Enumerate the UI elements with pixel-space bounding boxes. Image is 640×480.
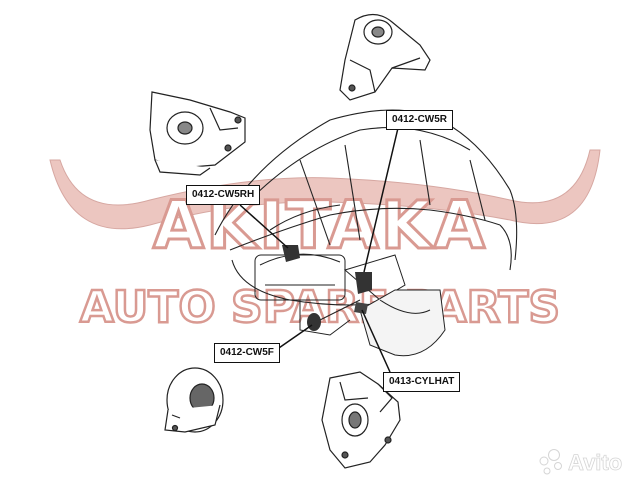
callout-cylhat: 0413-CYLHAT bbox=[383, 372, 461, 392]
engine-assembly bbox=[254, 253, 446, 357]
avito-watermark: Avito bbox=[539, 449, 623, 475]
akitaka-watermark: AKITAKA AUTO SPARE PARTS bbox=[49, 149, 601, 334]
part-drawing-cylhat bbox=[321, 371, 401, 469]
part-drawing-cw5rh bbox=[149, 91, 246, 176]
callout-cw5rh: 0412-CW5RH bbox=[186, 185, 261, 205]
mount-marker-cylhat bbox=[354, 302, 368, 314]
callout-cw5f: 0412-CW5F bbox=[214, 343, 280, 363]
mount-marker-rh bbox=[282, 245, 300, 262]
leader-cw5f bbox=[275, 324, 313, 351]
callout-cw5r: 0412-CW5R bbox=[386, 110, 454, 130]
avito-dot-icon bbox=[548, 449, 560, 461]
mount-marker-r bbox=[355, 272, 372, 294]
part-drawing-cw5f bbox=[164, 367, 224, 433]
leader-cw5r bbox=[363, 127, 399, 273]
leader-cylhat bbox=[361, 309, 391, 373]
leader-lines bbox=[239, 127, 399, 373]
avito-dot-icon bbox=[539, 456, 549, 466]
part-drawing-cw5r bbox=[339, 13, 431, 101]
avito-logo-text: Avito bbox=[568, 450, 622, 475]
mount-marker-f bbox=[307, 313, 321, 331]
watermark-tagline: AUTO SPARE PARTS bbox=[80, 282, 560, 333]
avito-dot-icon bbox=[554, 462, 562, 470]
leader-cw5rh bbox=[239, 204, 289, 249]
avito-dot-icon bbox=[543, 467, 551, 475]
